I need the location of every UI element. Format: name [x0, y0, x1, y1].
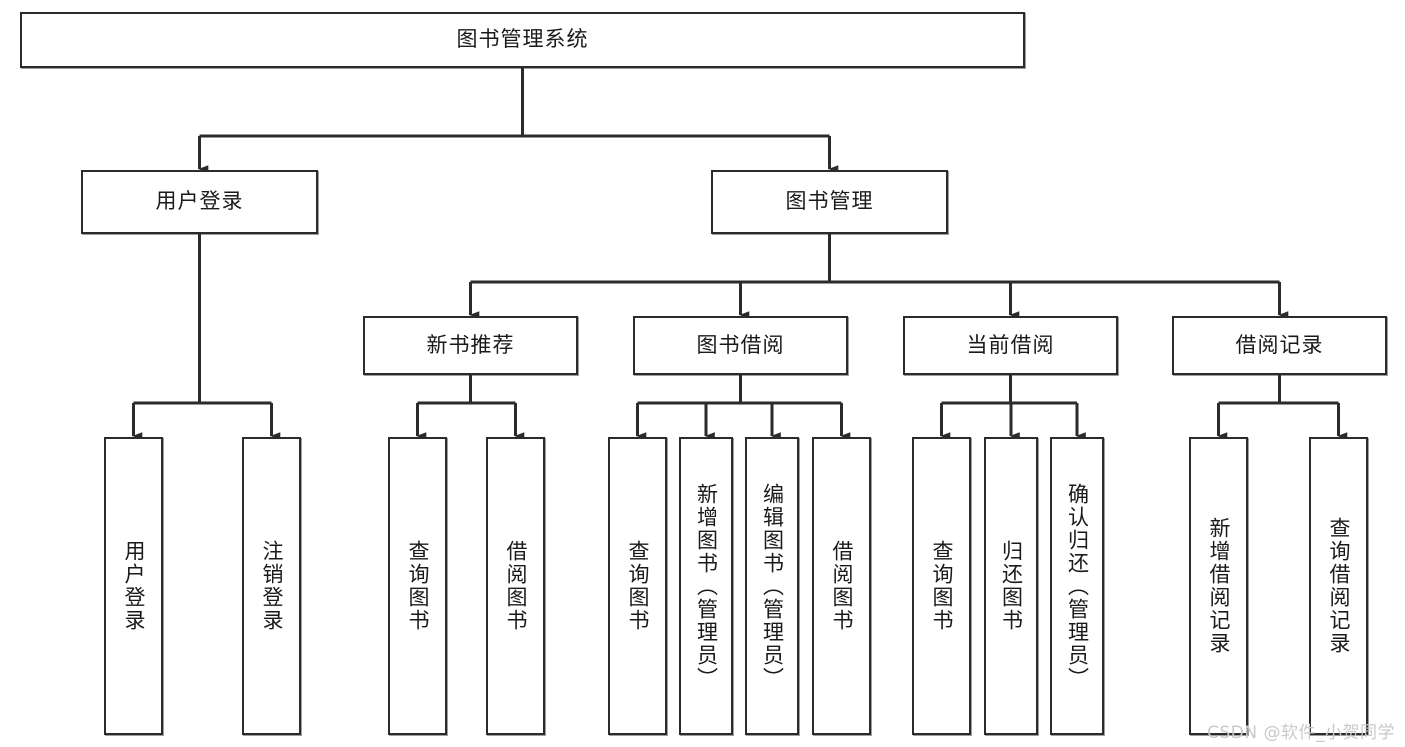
node-label: 借阅图书	[829, 540, 854, 632]
node-leaf-user-login[interactable]: 用户登录	[104, 437, 163, 735]
node-label: 查询图书	[405, 540, 430, 632]
node-leaf-add-record[interactable]: 新增借阅记录	[1189, 437, 1248, 735]
node-user-login[interactable]: 用户登录	[81, 170, 318, 234]
node-label: 图书借阅	[696, 332, 785, 357]
node-leaf-edit-book[interactable]: 编辑图书（管理员）	[745, 437, 799, 735]
node-label: 用户登录	[155, 189, 244, 214]
watermark: CSDN @软件_小贺同学	[1207, 723, 1395, 743]
node-label: 借阅记录	[1235, 332, 1324, 357]
node-leaf-logout[interactable]: 注销登录	[242, 437, 301, 735]
node-label: 查询借阅记录	[1326, 517, 1351, 655]
node-leaf-query-record[interactable]: 查询借阅记录	[1309, 437, 1368, 735]
node-label: 用户登录	[121, 540, 146, 632]
node-label: 确认归还（管理员）	[1065, 482, 1090, 690]
node-root[interactable]: 图书管理系统	[20, 12, 1025, 68]
node-leaf-borrow-book-2[interactable]: 借阅图书	[812, 437, 871, 735]
node-leaf-borrow-book-1[interactable]: 借阅图书	[486, 437, 545, 735]
node-label: 图书管理系统	[456, 27, 589, 52]
node-label: 当前借阅	[966, 332, 1055, 357]
node-leaf-query-book-2[interactable]: 查询图书	[608, 437, 667, 735]
node-current-borrow[interactable]: 当前借阅	[903, 316, 1118, 375]
node-label: 归还图书	[999, 540, 1024, 632]
node-borrow-record[interactable]: 借阅记录	[1172, 316, 1387, 375]
node-new-book-rec[interactable]: 新书推荐	[363, 316, 578, 375]
node-leaf-return-book[interactable]: 归还图书	[984, 437, 1038, 735]
node-leaf-query-book-1[interactable]: 查询图书	[388, 437, 447, 735]
node-leaf-add-book[interactable]: 新增图书（管理员）	[679, 437, 733, 735]
node-label: 新书推荐	[426, 332, 515, 357]
node-label: 新增图书（管理员）	[694, 482, 719, 690]
node-label: 借阅图书	[503, 540, 528, 632]
node-leaf-confirm-return[interactable]: 确认归还（管理员）	[1050, 437, 1104, 735]
node-label: 编辑图书（管理员）	[760, 482, 785, 690]
node-leaf-query-book-3[interactable]: 查询图书	[912, 437, 971, 735]
node-label: 查询图书	[625, 540, 650, 632]
node-book-borrow[interactable]: 图书借阅	[633, 316, 848, 375]
node-label: 图书管理	[785, 189, 874, 214]
node-label: 新增借阅记录	[1206, 517, 1231, 655]
node-label: 查询图书	[929, 540, 954, 632]
node-label: 注销登录	[259, 540, 284, 632]
node-book-manage[interactable]: 图书管理	[711, 170, 948, 234]
